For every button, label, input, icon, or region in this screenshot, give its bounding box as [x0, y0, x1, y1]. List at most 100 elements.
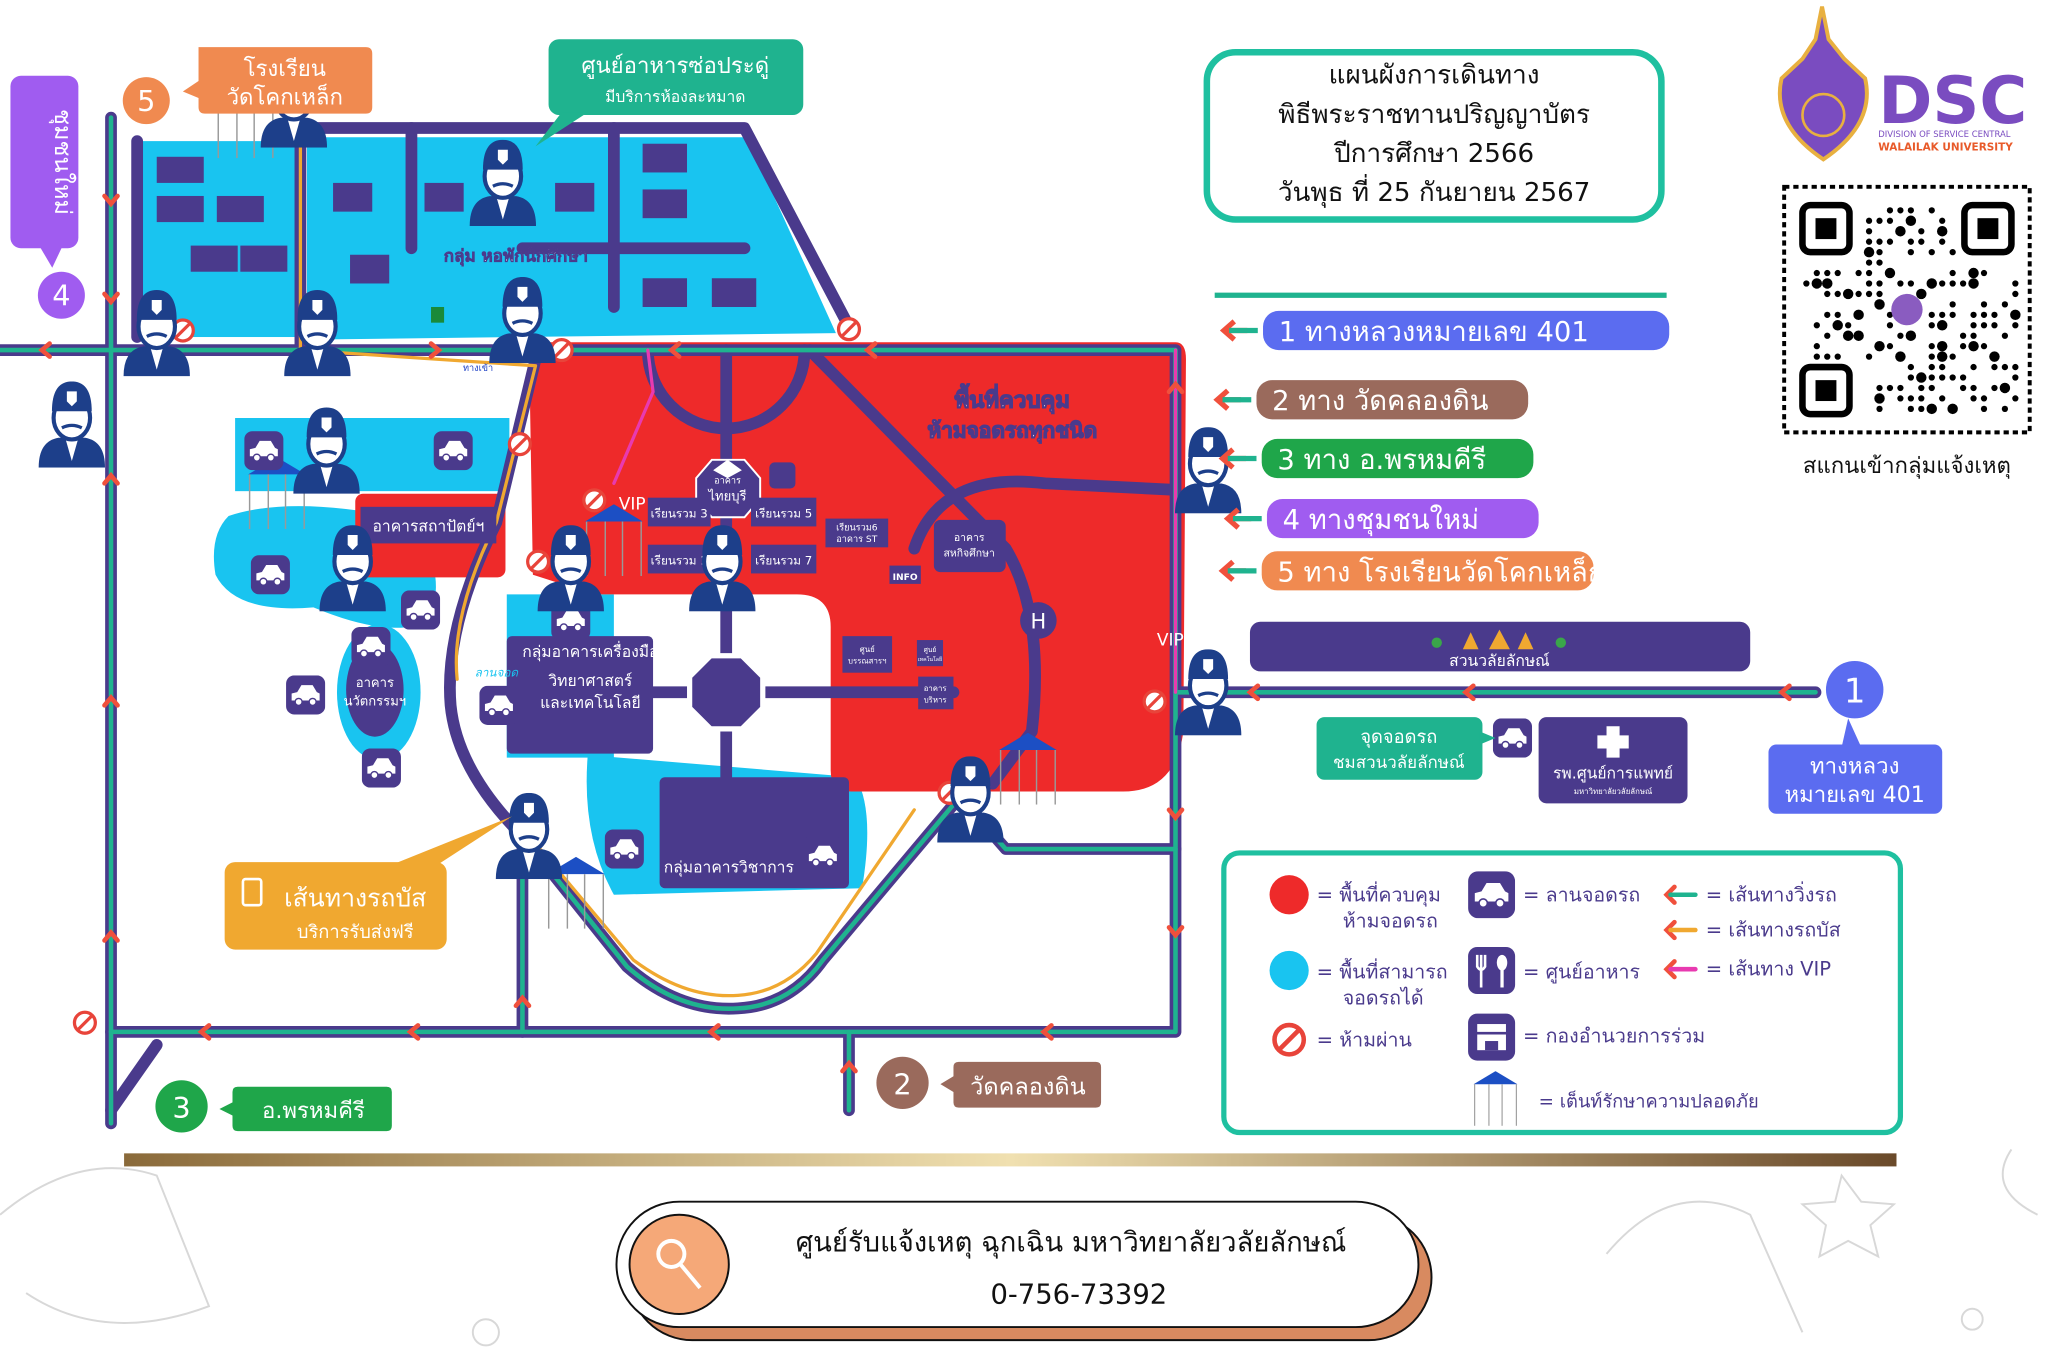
legend-food-icon: [1468, 946, 1516, 995]
legend-parking-zone-line2: จอดรถได้: [1343, 986, 1424, 1009]
qr-module: [1980, 405, 1988, 413]
route-item-3: 3 ทาง อ.พรหมคีรี: [1218, 438, 1534, 479]
qr-module: [1949, 311, 1956, 318]
qr-module: [1876, 248, 1883, 256]
lecture-1-label: เรียนรวม 1: [651, 553, 708, 567]
qr-module: [1824, 290, 1831, 298]
qr-module: [1999, 382, 2011, 394]
qr-module: [1865, 228, 1873, 235]
qr-module: [1855, 290, 1862, 298]
thaiburi-label-2: ไทยบุรี: [707, 488, 746, 504]
route-item-4: 4 ทางชุมชนใหม่: [1223, 498, 1539, 539]
route-item-2: 2 ทาง วัดคลองดิน: [1213, 380, 1529, 420]
garden-statue-icon: [1431, 629, 1567, 650]
qr-module: [1916, 372, 1927, 383]
qr-module: [1928, 248, 1935, 256]
qr-module: [1886, 207, 1894, 214]
route-pill: [1261, 438, 1534, 479]
qr-module: [1897, 207, 1904, 214]
building-labels: อาคารสถาปัตย์ฯ อาคาร ไทยบุรี เรียนรวม 3 …: [344, 246, 1184, 878]
security-guard-icon: [39, 381, 105, 467]
qr-module: [1918, 238, 1925, 245]
qr-module: [1865, 353, 1873, 360]
qr-module: [1949, 280, 1956, 287]
route-pill-label: 5 ทาง โรงเรียนวัดโคกเหล็ก: [1277, 554, 1604, 588]
route-pill-label: 2 ทาง วัดคลองดิน: [1272, 386, 1489, 417]
garden-banner: สวนวลัยลักษณ์: [1249, 621, 1751, 672]
tech-center-label-1: ศูนย์: [924, 646, 937, 654]
garden-parking-callout: จุดจอดรถ ชมสวนวลัยลักษณ์: [1316, 717, 1496, 780]
qr-module: [1905, 330, 1917, 341]
innovation-label-2: นวัตกรรมฯ: [344, 694, 407, 709]
qr-module: [1926, 403, 1937, 415]
qr-module: [1874, 340, 1885, 352]
qr-module: [1886, 322, 1894, 329]
parking-lot-icon: [250, 555, 290, 595]
emergency-contact-banner[interactable]: ศูนย์รับแจ้งเหตุ ฉุกเฉิน มหาวิทยาลัยวลัย…: [615, 1200, 1433, 1342]
background-decoration: [0, 1148, 2038, 1347]
coop-building-label-1: อาคาร: [954, 532, 985, 544]
qr-module: [1876, 405, 1883, 413]
callout-4-number: 4: [52, 279, 70, 313]
qr-module: [1939, 280, 1946, 287]
qr-module: [1980, 269, 1988, 277]
logo-sub-2: WALAILAK UNIVERSITY: [1878, 141, 2013, 153]
callout-3-label: อ.พรหมคีรี: [262, 1098, 365, 1124]
qr-module: [1916, 288, 1927, 300]
qr-module: [1824, 353, 1831, 360]
legend-command-center-label: = กองอำนวยการร่วม: [1523, 1024, 1705, 1047]
science-building-label-2: วิทยาศาสตร์: [548, 671, 632, 690]
parking-lot-icon: [803, 835, 843, 876]
qr-module: [1834, 311, 1841, 318]
bus-callout-line2: บริการรับส่งฟรี: [297, 922, 414, 943]
qr-module: [1834, 353, 1841, 360]
qr-module: [1813, 269, 1820, 277]
parking-lot-icon: [351, 626, 391, 667]
legend-parking-lot-label: = ลานจอดรถ: [1523, 883, 1640, 906]
qr-module: [1991, 311, 1998, 318]
architecture-building-label: อาคารสถาปัตย์ฯ: [373, 517, 485, 536]
qr-module: [1989, 351, 2000, 362]
title-box: แผนผังการเดินทาง พิธีพระราชทานปริญญาบัตร…: [1203, 49, 1665, 223]
qr-module: [1813, 322, 1820, 329]
qr-module: [1876, 280, 1883, 287]
emergency-line1: ศูนย์รับแจ้งเหตุ ฉุกเฉิน มหาวิทยาลัยวลัย…: [796, 1226, 1347, 1259]
qr-module: [1928, 322, 1935, 329]
qr-module: [1886, 311, 1894, 318]
no-entry-icon: [582, 488, 607, 513]
control-zone-label-1: พื้นที่ควบคุม: [955, 383, 1070, 415]
emergency-phone[interactable]: 0-756-73392: [990, 1280, 1167, 1311]
qr-module: [1928, 311, 1935, 318]
legend-parking-zone-line1: = พื้นที่สามารถ: [1317, 957, 1448, 983]
qr-module: [2010, 309, 2021, 321]
qr-module: [1907, 363, 1914, 371]
vip-label: VIP: [619, 494, 646, 514]
qr-module: [1853, 309, 1864, 321]
qr-module: [1811, 278, 1823, 289]
qr-module: [1834, 290, 1841, 298]
lecture-6-label-1: เรียนรวม6: [836, 522, 878, 533]
qr-module: [2012, 290, 2019, 298]
route-item-5: 5 ทาง โรงเรียนวัดโคกเหล็ก: [1218, 551, 1604, 591]
legend-parking-icon: [1468, 871, 1516, 919]
legend-tent-label: = เต็นท์รักษาความปลอดภัย: [1539, 1090, 1759, 1113]
qr-module: [1824, 311, 1831, 318]
hospital-h-label: H: [1031, 609, 1047, 633]
logo-brand: DSC: [1878, 63, 2027, 139]
qr-module: [1842, 288, 1854, 300]
qr-module: [1886, 238, 1894, 245]
dorm-group-label: กลุ่ม หอพักนักศึกษา: [444, 246, 588, 266]
command-center-icon: [769, 462, 796, 489]
graduation-cap-icon: [713, 459, 742, 479]
legend-vip-route-label: = เส้นทาง VIP: [1706, 958, 1832, 981]
route-pill: [1263, 310, 1670, 351]
qr-module: [1876, 259, 1883, 266]
qr-caption: สแกนเข้ากลุ่มแจ้งเหตุ: [1803, 453, 2011, 479]
qr-module: [1928, 384, 1935, 392]
qr-module: [1918, 228, 1925, 235]
qr-module: [1968, 267, 1979, 279]
qr-module: [2012, 322, 2019, 329]
qr-code[interactable]: [1782, 184, 2032, 435]
qr-module: [1968, 278, 1979, 289]
dorm-buildings: [156, 143, 849, 889]
